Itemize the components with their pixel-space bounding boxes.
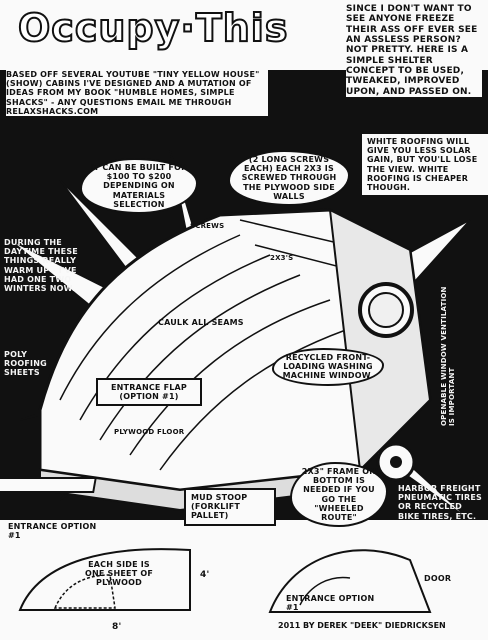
entrance-option-left-label: Entrance option #1 xyxy=(8,522,97,541)
intro-text: Based off several YouTube "Tiny Yellow H… xyxy=(6,70,268,116)
cost-bubble: It can be built for $100 to $200 dependi… xyxy=(80,158,198,214)
dimension-8ft: 8' xyxy=(112,622,122,632)
page-title: Occupy·This xyxy=(17,5,289,51)
white-roofing-note: White roofing will give you less solar g… xyxy=(360,132,488,198)
intro-right-text: Since I don't want to see anyone freeze … xyxy=(346,4,482,98)
mud-stoop-note: Mud stoop (forklift pallet) xyxy=(184,488,276,526)
poly-roofing-note: Poly roofing sheets xyxy=(4,350,47,378)
shelter-body xyxy=(0,208,432,512)
daytime-note: During the daytime these things really w… xyxy=(4,238,78,293)
door-label: Door xyxy=(424,574,452,583)
title-background xyxy=(0,0,340,66)
frame-note-bubble: 2x3" frame on bottom is needed if you go… xyxy=(290,462,388,528)
two-by-three-label: 2x3's xyxy=(270,254,294,262)
window-note-bubble: Recycled front-loading washing machine w… xyxy=(272,348,384,386)
credit-line: 2011 by Derek "Deek" Diedricksen xyxy=(274,620,450,631)
entrance-option-drawing xyxy=(268,549,432,613)
plywood-floor-label: Plywood floor xyxy=(114,428,185,436)
screws-label: Screws xyxy=(190,222,225,230)
mud-stoop xyxy=(0,477,97,493)
harbor-freight-note: Harbor Freight pneumatic tires or recycl… xyxy=(398,484,482,521)
screws-note-bubble: (2 long screws each) each 2x3 is screwed… xyxy=(228,150,350,206)
side-panel-drawing xyxy=(18,548,191,611)
entrance-option-right-label: Entrance option #1 xyxy=(286,594,375,613)
ventilation-note: Openable window ventilation is important xyxy=(440,286,457,426)
each-side-note: Each side is one sheet of plywood xyxy=(84,560,154,588)
dimension-4ft: 4' xyxy=(200,570,210,580)
entrance-flap-note: Entrance flap (option #1) xyxy=(96,378,202,407)
caulk-note: Caulk all seams xyxy=(158,318,244,327)
